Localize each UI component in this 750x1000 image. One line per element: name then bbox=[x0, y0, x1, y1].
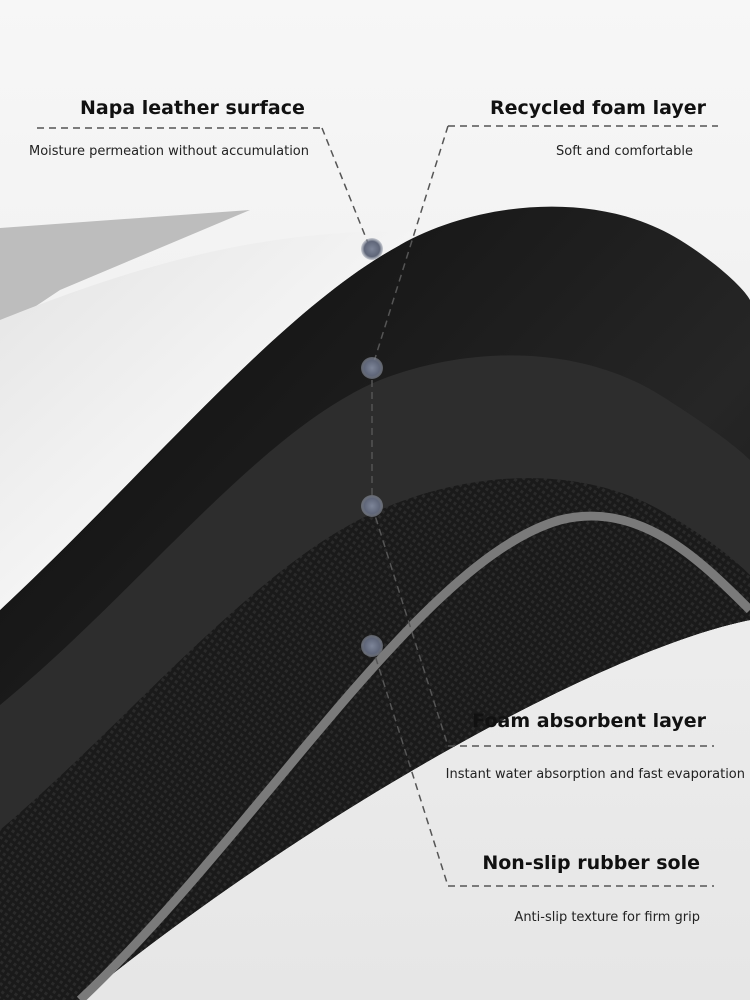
label-title-rubber-sole: Non-slip rubber sole bbox=[482, 852, 700, 874]
back-slab bbox=[0, 210, 250, 330]
marker-dot-recycled-foam bbox=[361, 357, 383, 379]
marker-dot-rubber-sole bbox=[361, 635, 383, 657]
marker-dot-leather bbox=[361, 238, 383, 260]
label-title-leather: Napa leather surface bbox=[80, 97, 305, 119]
label-title-foam-absorbent: Foam absorbent layer bbox=[472, 710, 706, 732]
leader-lines bbox=[37, 125, 718, 887]
mesh-layer-shape bbox=[0, 478, 750, 1000]
label-title-recycled-foam: Recycled foam layer bbox=[490, 97, 706, 119]
rubber-sole-edge bbox=[76, 511, 750, 1000]
napa-leather-surface-shape bbox=[0, 231, 420, 610]
marker-dot-foam-absorbent bbox=[361, 495, 383, 517]
label-desc-leather: Moisture permeation without accumulation bbox=[29, 144, 309, 159]
label-desc-rubber-sole: Anti-slip texture for firm grip bbox=[514, 910, 700, 925]
label-desc-foam-absorbent: Instant water absorption and fast evapor… bbox=[445, 767, 745, 782]
label-desc-recycled-foam: Soft and comfortable bbox=[556, 144, 693, 159]
